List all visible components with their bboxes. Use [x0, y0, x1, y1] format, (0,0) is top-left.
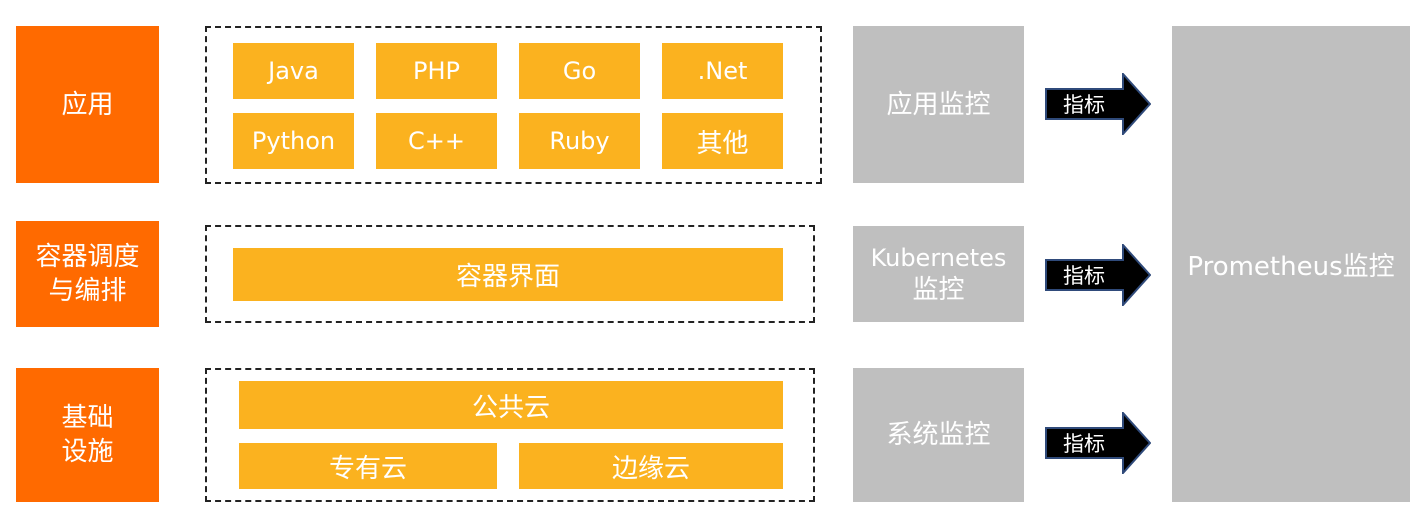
layer-application: 应用: [16, 26, 159, 183]
layer-infra-label-1: 基础: [61, 403, 114, 433]
prometheus-monitoring-box: Prometheus监控: [1172, 26, 1410, 502]
layer-infra-label-2: 设施: [61, 437, 114, 467]
metrics-arrow-system: 指标: [1045, 412, 1151, 474]
k8s-monitoring-label-1: Kubernetes: [870, 244, 1007, 272]
language-tile-ruby: Ruby: [519, 113, 640, 169]
app-monitoring-label: 应用监控: [886, 89, 991, 120]
k8s-monitoring-label-2: 监控: [912, 275, 965, 305]
private-cloud-tile: 专有云: [239, 443, 497, 489]
system-monitoring-label: 系统监控: [886, 420, 991, 450]
right-arrow-icon: [1045, 73, 1151, 135]
layer-container-label-2: 与编排: [48, 276, 127, 306]
container-interface-group: [205, 225, 815, 323]
layer-container-label-1: 容器调度: [35, 242, 140, 272]
edge-cloud-tile: 边缘云: [519, 443, 783, 489]
public-cloud-tile: 公共云: [239, 381, 783, 429]
language-tile-go: Go: [519, 43, 640, 99]
metrics-arrow-label: 指标: [1063, 432, 1105, 456]
container-interface-tile: 容器界面: [233, 248, 783, 301]
right-arrow-icon: [1045, 244, 1151, 306]
metrics-arrow-k8s: 指标: [1045, 244, 1151, 306]
layer-application-label: 应用: [61, 89, 114, 120]
app-monitoring-box: 应用监控: [853, 26, 1024, 183]
metrics-arrow-label: 指标: [1063, 264, 1105, 288]
language-tile-php: PHP: [376, 43, 497, 99]
language-tile-python: Python: [233, 113, 354, 169]
language-tile-dotnet: .Net: [662, 43, 783, 99]
prometheus-monitoring-label: Prometheus监控: [1187, 251, 1395, 282]
language-tile-other: 其他: [662, 113, 783, 169]
metrics-arrow-label: 指标: [1063, 93, 1105, 117]
language-tile-cpp: C++: [376, 113, 497, 169]
cloud-group: [205, 368, 815, 502]
languages-group: [205, 26, 822, 184]
metrics-arrow-app: 指标: [1045, 73, 1151, 135]
language-tile-java: Java: [233, 43, 354, 99]
k8s-monitoring-box: Kubernetes 监控: [853, 226, 1024, 322]
layer-container-orchestration: 容器调度 与编排: [16, 221, 159, 327]
layer-infrastructure: 基础 设施: [16, 368, 159, 502]
system-monitoring-box: 系统监控: [853, 368, 1024, 502]
right-arrow-icon: [1045, 412, 1151, 474]
